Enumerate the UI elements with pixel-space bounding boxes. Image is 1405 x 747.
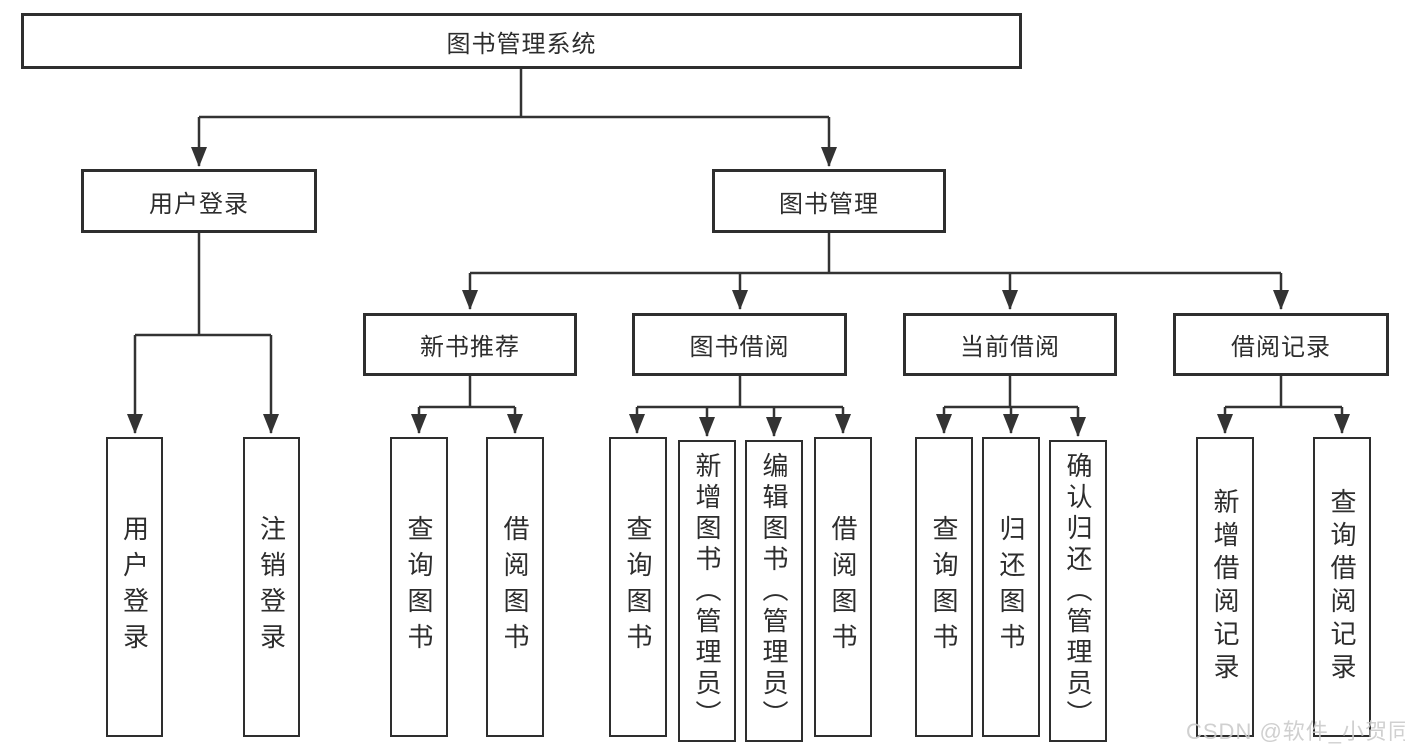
node-label: 新增借阅记录 [1210, 488, 1240, 686]
node-label: 图书借阅 [689, 334, 790, 361]
leaf-borrow-books: 借阅图书 [814, 437, 872, 737]
leaf-borrow-books-recommend: 借阅图书 [486, 437, 544, 737]
node-label: 借阅记录 [1231, 334, 1331, 361]
connector-book-management-branch [462, 233, 1289, 310]
node-label: 图书管理系统 [446, 30, 597, 58]
node-label: 新书推荐 [420, 334, 520, 361]
node-borrowing-records: 借阅记录 [1173, 313, 1389, 376]
node-user-login: 用户登录 [81, 169, 317, 233]
leaf-add-borrow-record: 新增借阅记录 [1196, 437, 1254, 737]
node-label: 用户登录 [119, 515, 150, 659]
node-label: 查询图书 [404, 515, 434, 659]
leaf-query-books-borrowing: 查询图书 [609, 437, 667, 737]
node-label: 查询图书 [623, 515, 653, 659]
leaf-return-books: 归还图书 [982, 437, 1040, 737]
node-label: 新增图书（管理员） [692, 451, 722, 731]
leaf-add-book-admin: 新增图书（管理员） [678, 440, 736, 742]
node-label: 用户登录 [149, 190, 249, 218]
node-label: 注销登录 [256, 515, 287, 659]
node-current-borrowing: 当前借阅 [903, 313, 1117, 376]
leaf-query-borrow-record: 查询借阅记录 [1313, 437, 1371, 737]
connector-borrowing-records-branch [1217, 376, 1350, 434]
leaf-query-books-current: 查询图书 [915, 437, 973, 737]
leaf-logout: 注销登录 [243, 437, 300, 737]
node-new-book-recommendation: 新书推荐 [363, 313, 577, 376]
node-label: 借阅图书 [500, 515, 530, 659]
node-label: 查询图书 [929, 515, 959, 659]
node-book-borrowing: 图书借阅 [632, 313, 847, 376]
node-label: 图书管理 [779, 190, 879, 218]
connector-new-book-branch [411, 376, 523, 434]
leaf-confirm-return-admin: 确认归还（管理员） [1049, 440, 1107, 742]
leaf-edit-book-admin: 编辑图书（管理员） [745, 440, 803, 742]
connector-book-borrowing-branch [629, 376, 851, 437]
node-label: 当前借阅 [960, 334, 1060, 361]
node-label: 查询借阅记录 [1327, 488, 1357, 686]
connector-root-to-level2 [191, 69, 837, 167]
csdn-watermark: CSDN @软件_小贺同学 [1186, 719, 1405, 744]
node-label: 编辑图书（管理员） [759, 451, 789, 731]
node-library-management-system: 图书管理系统 [21, 13, 1022, 69]
node-label: 确认归还（管理员） [1063, 451, 1093, 731]
node-label: 借阅图书 [828, 515, 858, 659]
node-label: 归还图书 [996, 515, 1026, 659]
node-book-management: 图书管理 [712, 169, 946, 233]
leaf-user-login: 用户登录 [106, 437, 163, 737]
leaf-query-books-recommend: 查询图书 [390, 437, 448, 737]
connector-user-login-branch [127, 233, 279, 434]
connector-current-borrowing-branch [936, 376, 1086, 437]
